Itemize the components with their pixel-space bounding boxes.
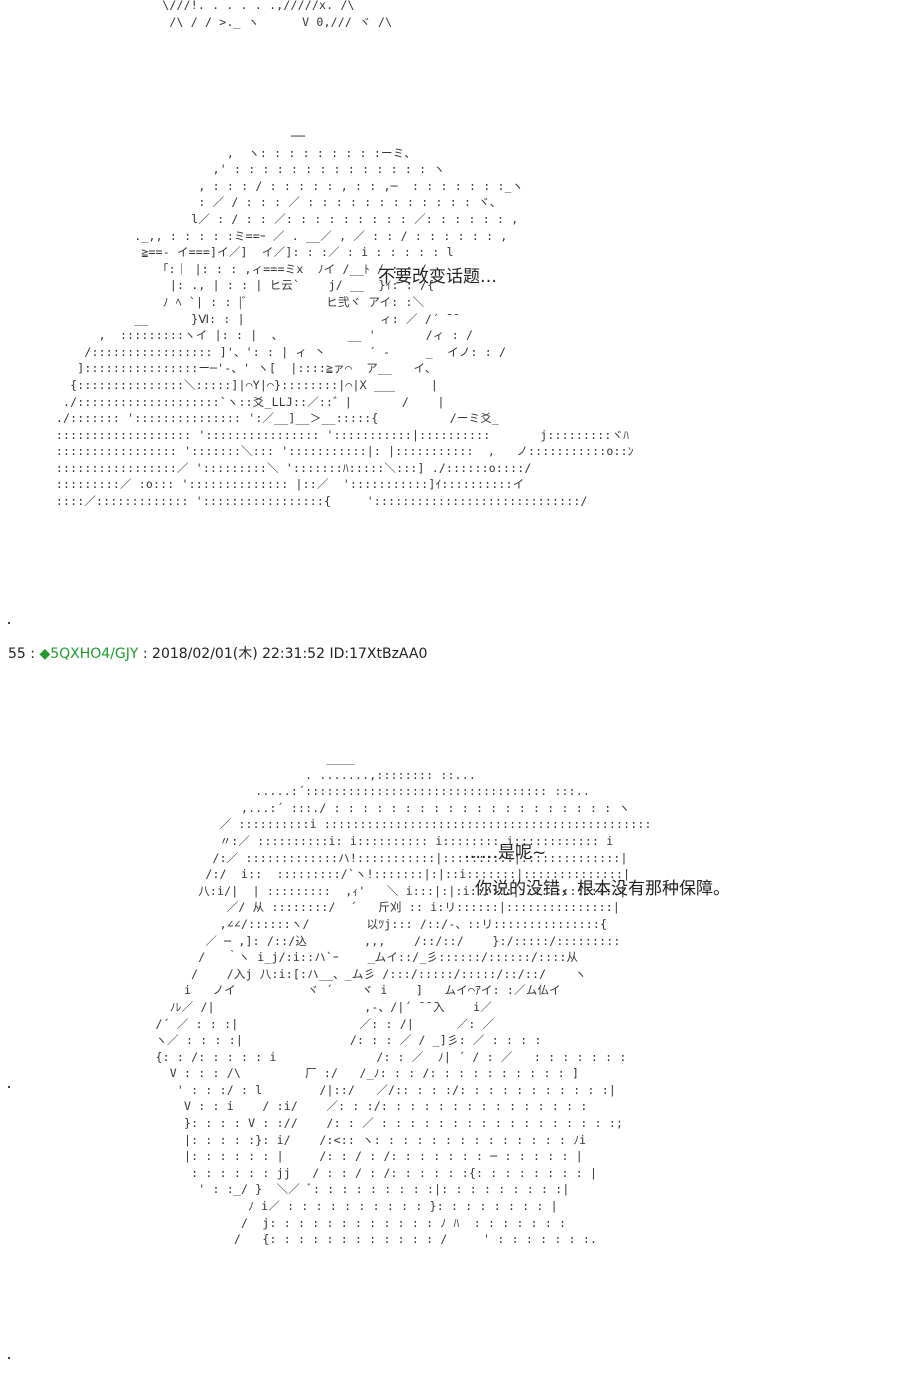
stray-dot	[8, 1086, 10, 1088]
stray-dot	[8, 622, 10, 624]
ascii-art-character-a: ── , ヽ: : : : : : : : :ーミ、 ,' : : : : : …	[55, 129, 634, 509]
ascii-art-fragment-top: \///!. . . . . .,/////x. /\ /\ / / >._ ヽ…	[162, 0, 393, 29]
post-number[interactable]: 55	[8, 646, 26, 662]
dialogue-line-a: 不要改变话题…	[378, 267, 497, 287]
ascii-art-character-b: ____ . .......,:::::::: ::... .....:´:::…	[155, 751, 652, 1247]
post-tripcode: ◆5QXHO4/GJY	[39, 646, 139, 662]
dialogue-line-b1: ……是呢~	[464, 843, 547, 863]
stray-dot	[8, 1357, 10, 1359]
dialogue-line-b2: 你说的没错，根本没有那种保障。	[475, 879, 730, 899]
post-separator: :	[25, 646, 40, 662]
post-meta: : 2018/02/01(木) 22:31:52 ID:17XtBzAA0	[138, 646, 428, 662]
post-header: 55 : ◆5QXHO4/GJY : 2018/02/01(木) 22:31:5…	[8, 643, 427, 663]
